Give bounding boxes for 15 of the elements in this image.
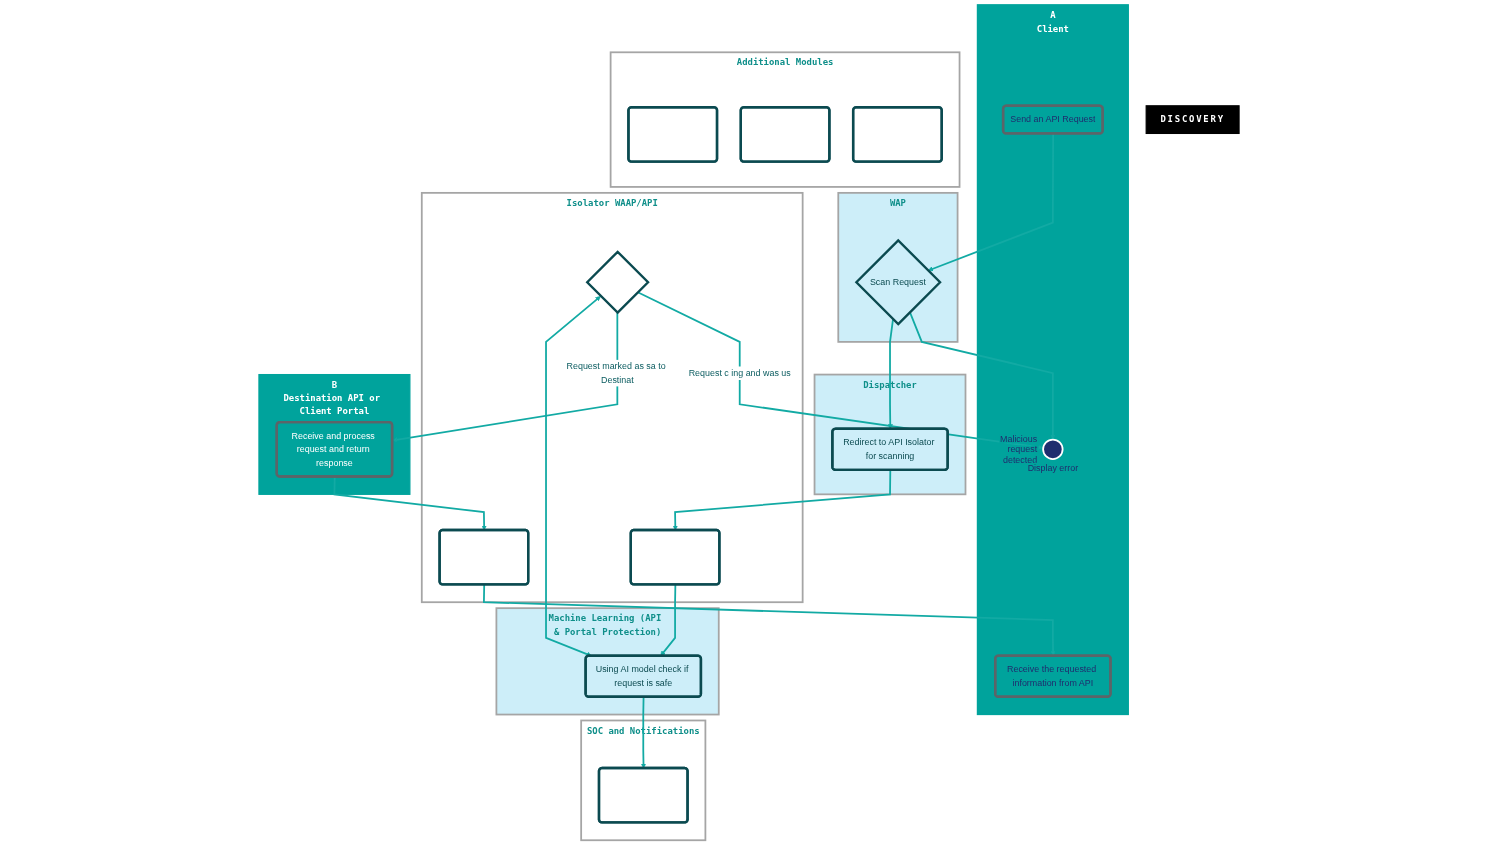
arrow xyxy=(392,311,619,443)
arrow xyxy=(545,296,601,657)
node-diamond: Scan Request xyxy=(854,238,942,326)
edge-label: Request c ing and was us xyxy=(688,367,791,378)
arrow xyxy=(640,696,647,769)
node-label: Malicious request detected xyxy=(1000,433,1038,465)
node-label: Display error xyxy=(1027,462,1079,473)
node-box: DISCOVERY xyxy=(1145,105,1240,135)
edge-label: Request marked as sa to Destinat xyxy=(566,360,666,385)
arrow xyxy=(672,469,892,531)
cluster: Additional Modules xyxy=(609,51,961,188)
arrow xyxy=(909,311,1056,440)
node-diamond xyxy=(585,250,650,315)
node-circle xyxy=(1042,438,1064,460)
arrow xyxy=(636,291,1044,450)
